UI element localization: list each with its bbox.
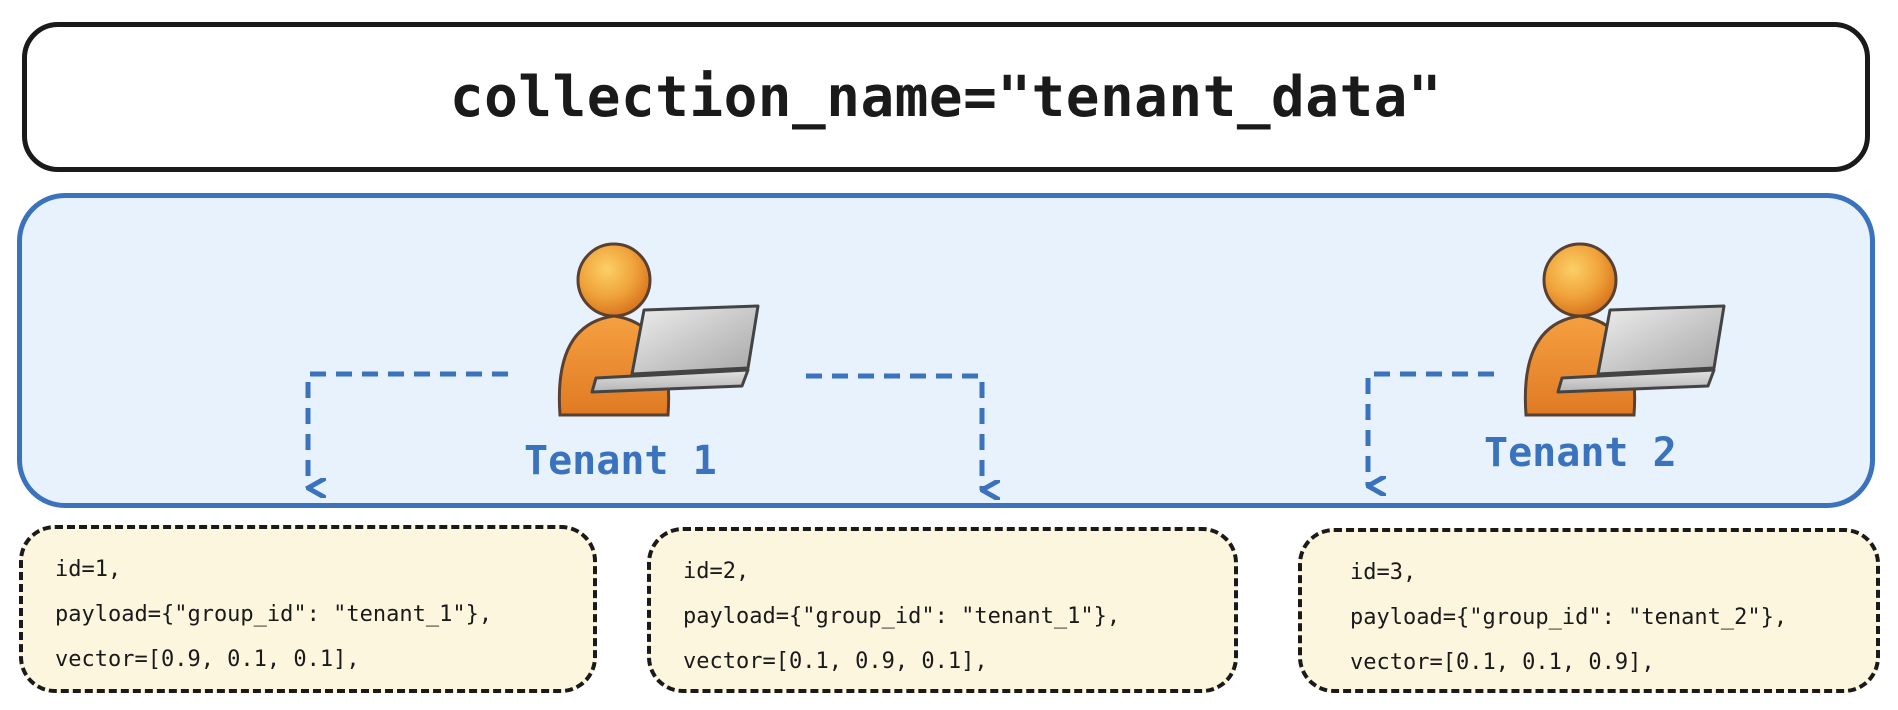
- record-payload: payload={"group_id": "tenant_1"},: [55, 602, 493, 627]
- user-laptop-icon: [557, 242, 760, 417]
- user-laptop-icon: [1523, 242, 1726, 417]
- tenant-1-label: Tenant 1: [524, 438, 717, 484]
- collection-header: collection_name="tenant_data": [22, 22, 1870, 172]
- record-card-3: id=3, payload={"group_id": "tenant_2"}, …: [1298, 528, 1880, 693]
- tenant-2-label: Tenant 2: [1484, 430, 1677, 476]
- record-id: id=2,: [683, 559, 750, 584]
- record-id: id=1,: [55, 557, 122, 582]
- collection-name-title: collection_name="tenant_data": [449, 64, 1443, 130]
- record-card-2: id=2, payload={"group_id": "tenant_1"}, …: [647, 527, 1238, 693]
- record-id: id=3,: [1350, 560, 1417, 585]
- record-vector: vector=[0.1, 0.9, 0.1],: [683, 649, 988, 674]
- record-vector: vector=[0.9, 0.1, 0.1],: [55, 647, 360, 672]
- record-payload: payload={"group_id": "tenant_1"},: [683, 604, 1121, 629]
- record-vector: vector=[0.1, 0.1, 0.9],: [1350, 650, 1655, 675]
- record-payload: payload={"group_id": "tenant_2"},: [1350, 605, 1788, 630]
- record-card-1: id=1, payload={"group_id": "tenant_1"}, …: [19, 525, 597, 693]
